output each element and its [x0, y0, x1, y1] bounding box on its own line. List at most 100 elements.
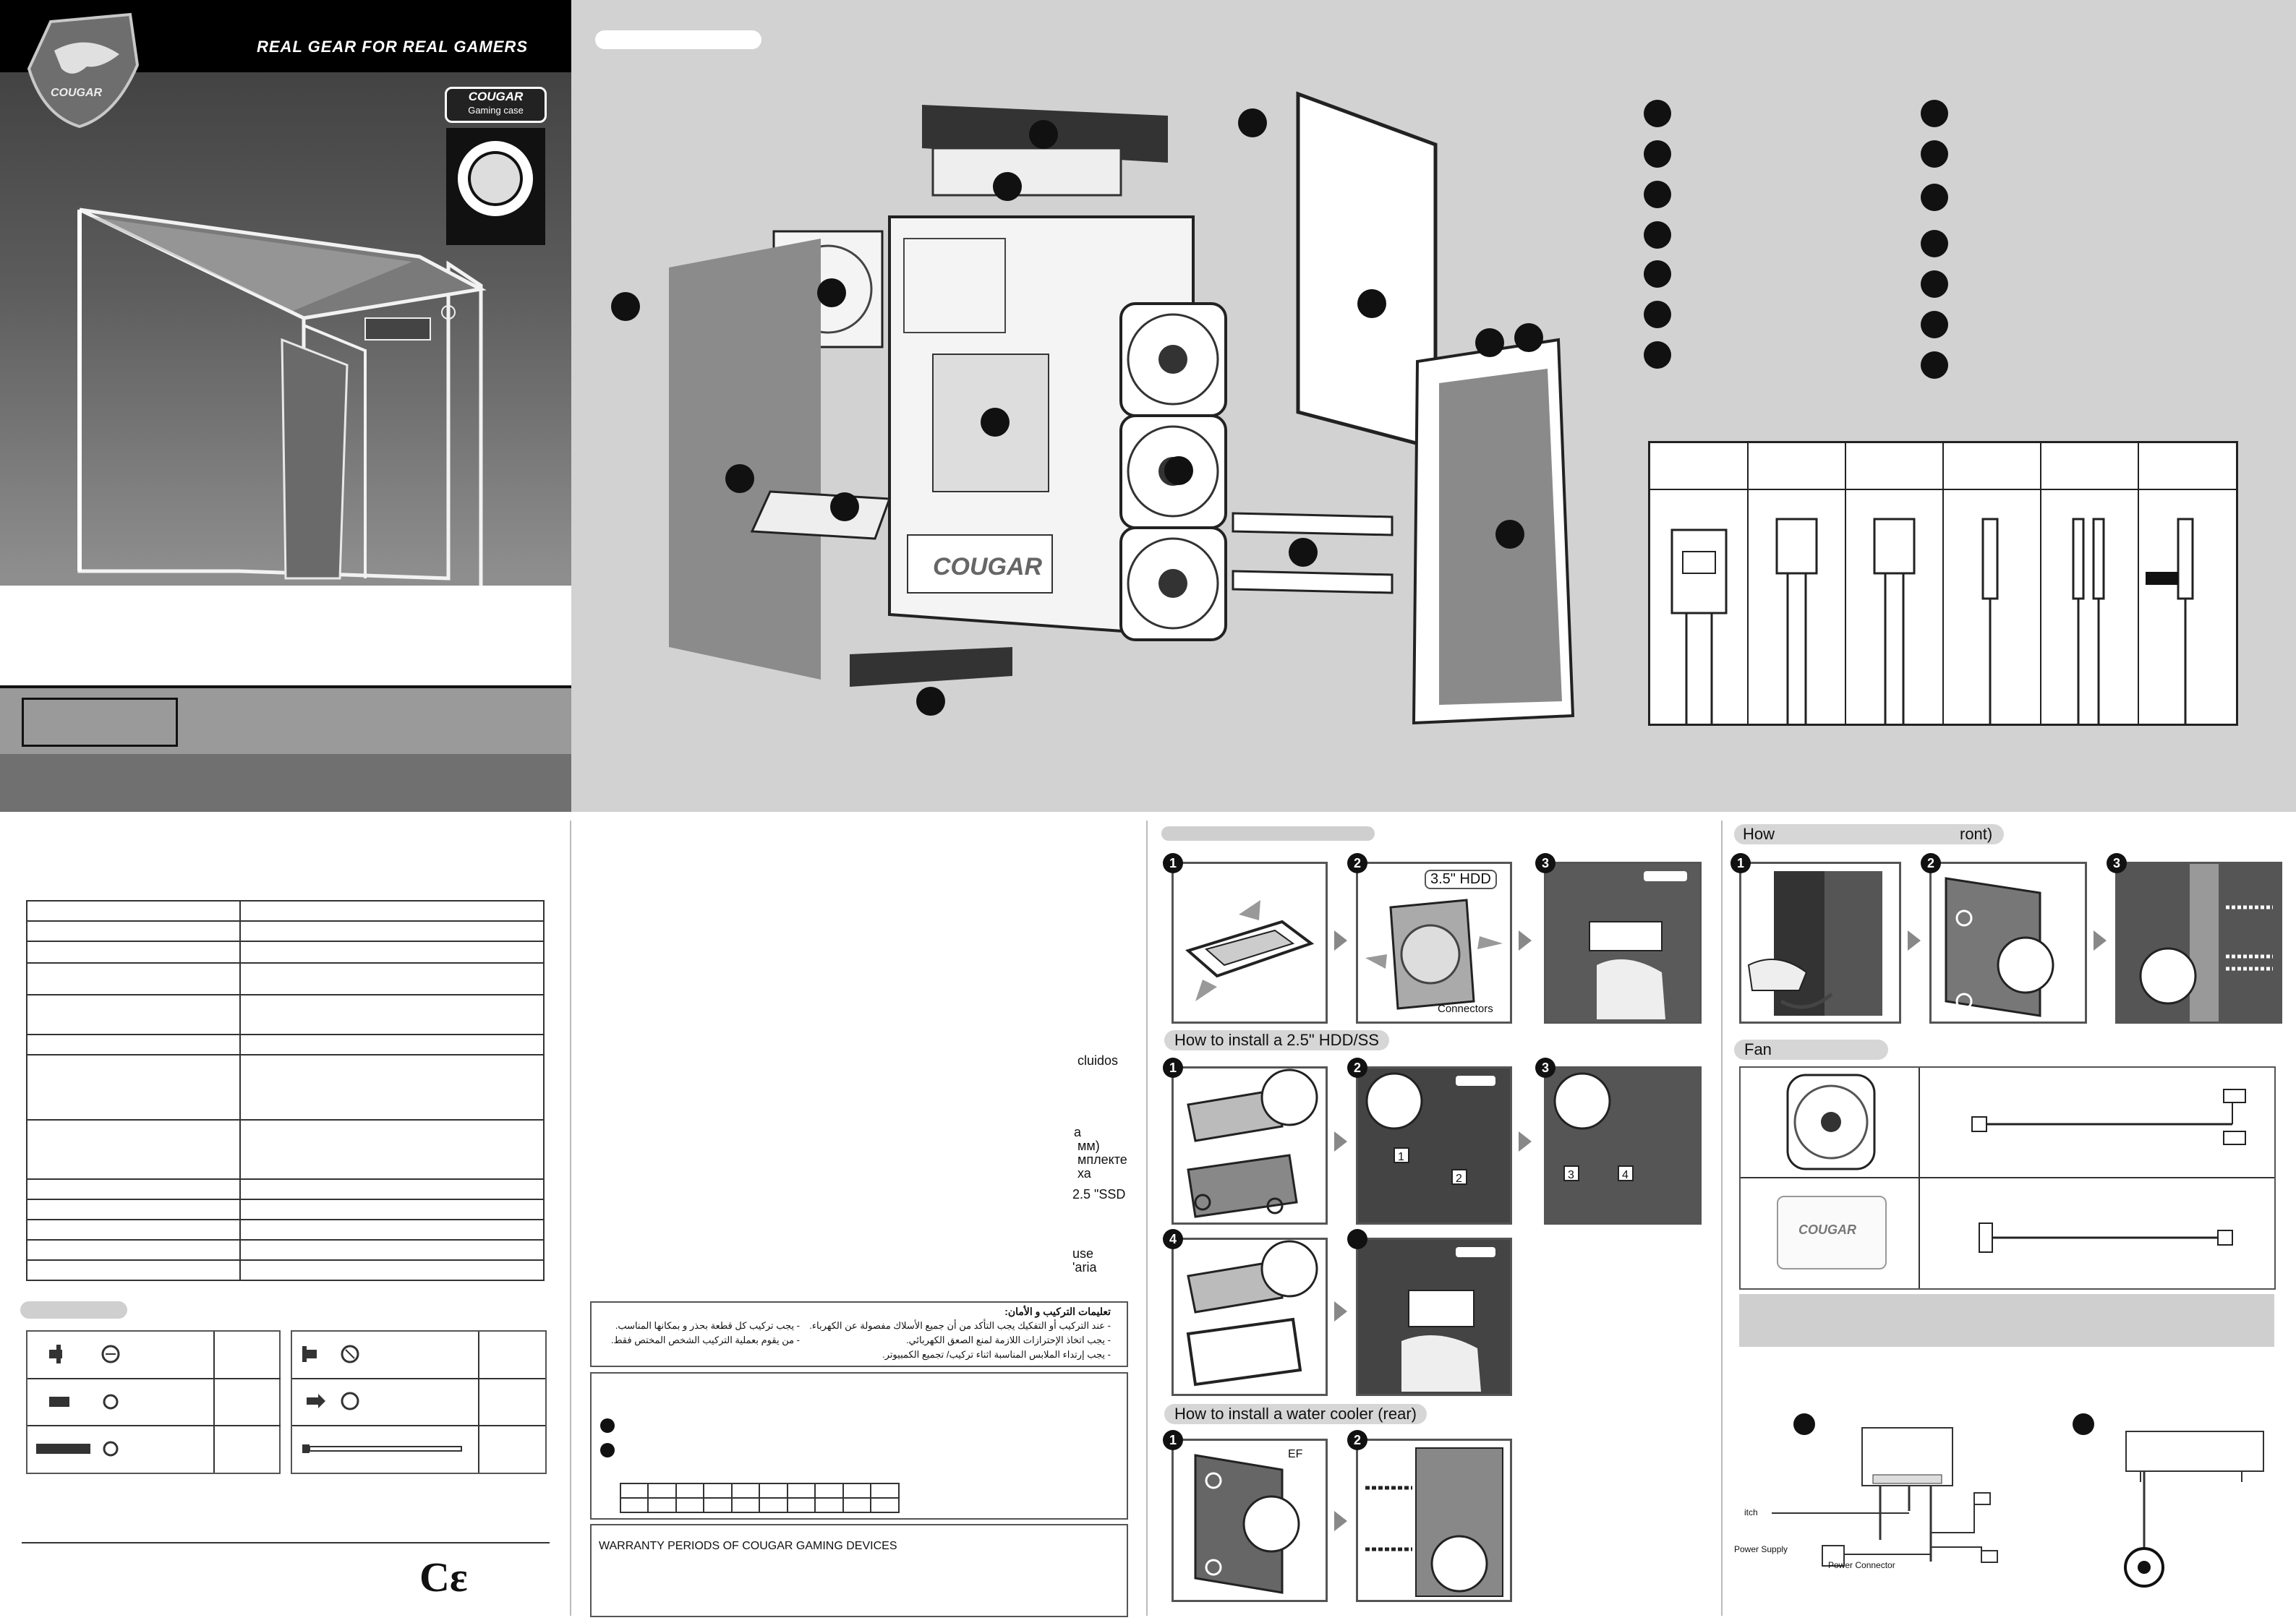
- next-step-arrow: [1334, 1301, 1347, 1322]
- step-number: 1: [1163, 1430, 1183, 1450]
- product-badge: COUGAR Gaming case: [445, 87, 547, 123]
- hub-cable-icon: [1979, 1222, 2233, 1253]
- text-fragment: 2.5 "SSD: [1072, 1187, 1126, 1202]
- right-side-panel: [1296, 91, 1438, 451]
- next-step-arrow: [1908, 930, 1921, 951]
- step-number: 3: [2107, 853, 2127, 873]
- switch-label: itch: [1744, 1507, 1758, 1517]
- cover-white-band: [0, 586, 571, 687]
- warranty-box: [590, 1372, 1128, 1520]
- step-number: 4: [1163, 1229, 1183, 1249]
- exploded-diagram-panel: COUGAR: [571, 0, 2296, 812]
- svg-text:1: 1: [1398, 1151, 1404, 1163]
- legend-marker: [1921, 351, 1948, 379]
- front-title-start: How: [1743, 825, 1775, 843]
- io-panel: [364, 317, 431, 341]
- diagram-title-pill: [595, 30, 761, 49]
- connector-table: [1648, 441, 2238, 726]
- step-number: 2: [1347, 1430, 1367, 1450]
- warranty-grid: [620, 1483, 900, 1513]
- screw-type-c-icon: [302, 1345, 359, 1363]
- hdd35-step-2: 3.5" HDD Connectors: [1356, 862, 1512, 1024]
- legend-marker: [1644, 140, 1671, 168]
- accessories-pill: [20, 1301, 127, 1319]
- next-step-arrow: [1519, 1131, 1532, 1152]
- power-connector-label: Power Connector: [1828, 1560, 1895, 1570]
- cover-dark-divider: [0, 685, 571, 688]
- step-number: 3: [1535, 1058, 1555, 1078]
- ssd-bracket: [750, 490, 892, 540]
- next-step-arrow: [1334, 930, 1347, 951]
- usb2-connector-icon: [1873, 518, 1916, 724]
- step-number: 2: [1347, 1058, 1367, 1078]
- arabic-notice-left-1: - يجب تركيب كل قطعة بحذر و بمكانها المنا…: [615, 1320, 800, 1331]
- badge-brand: COUGAR: [468, 90, 524, 103]
- standoff-icon: [36, 1441, 119, 1457]
- warranty-bullet: [600, 1443, 615, 1457]
- cover-footer-band: [0, 754, 571, 812]
- text-fragment: use: [1072, 1246, 1094, 1261]
- front-step-1: [1739, 862, 1901, 1024]
- accessories-box-right: [291, 1330, 547, 1474]
- hub-card: COUGAR: [1777, 1196, 1887, 1269]
- legend-marker: [1644, 100, 1671, 127]
- text-fragment: ха: [1077, 1166, 1091, 1181]
- svg-text:4: 4: [1622, 1169, 1629, 1181]
- hdd25-section-title: How to install a 2.5" HDD/SS: [1164, 1030, 1389, 1050]
- cover-brand-small: COUGAR: [51, 87, 103, 99]
- svg-text:2: 2: [1456, 1173, 1462, 1185]
- column-divider: [1721, 821, 1723, 1616]
- shroud-brand: COUGAR: [933, 553, 1043, 581]
- glass-side-panel: [669, 239, 821, 680]
- cover-illustration: [27, 12, 487, 586]
- arabic-notice-title: تعليمات التركيب و الأمان:: [1004, 1306, 1111, 1317]
- front-step-3: [2115, 862, 2282, 1024]
- power-button-icon: [441, 305, 456, 320]
- legend-marker: [1921, 230, 1948, 257]
- front-title-end: ront): [1960, 825, 1993, 843]
- legend-marker: [1644, 181, 1671, 208]
- step-number: 2: [1347, 853, 1367, 873]
- model-name-box: [22, 698, 178, 747]
- usb3-connector-icon: [1670, 528, 1728, 724]
- legend-marker: [1644, 301, 1671, 328]
- reset-switch-connector-icon: [2072, 518, 2105, 724]
- step-number: 1: [1730, 853, 1751, 873]
- hdd25-step-1: [1172, 1066, 1328, 1225]
- hdd35-section-pill: [1161, 826, 1375, 841]
- hdd25-step-2: 1 2: [1356, 1066, 1512, 1225]
- arabic-notice-right-1: - عند التركيب أو التفكيك يجب التأكد من أ…: [809, 1320, 1111, 1331]
- step-number: 3: [1535, 853, 1555, 873]
- warranty-periods-box: WARRANTY PERIODS OF COUGAR GAMING DEVICE…: [590, 1524, 1128, 1617]
- legend-marker: [1644, 260, 1671, 288]
- power-switch-connector-icon: [1981, 518, 1999, 724]
- callout-markers: [611, 108, 1543, 716]
- text-fragment: 'aria: [1072, 1260, 1097, 1275]
- water-cooler-step-1: EF: [1172, 1439, 1328, 1602]
- hd-audio-connector-icon: [1775, 518, 1818, 724]
- svg-text:3: 3: [1568, 1169, 1574, 1181]
- hub-diagram-marker: [2073, 1413, 2094, 1435]
- hdd-tray-1: [1232, 512, 1394, 536]
- hdd-label: 3.5" HDD: [1425, 870, 1497, 889]
- legend-marker: [1921, 100, 1948, 127]
- screw-type-b-icon: [49, 1394, 119, 1410]
- legend-marker: [1644, 341, 1671, 369]
- next-step-arrow: [2094, 930, 2107, 951]
- cover-panel: REAL GEAR FOR REAL GAMERS COUGAR COUGAR …: [0, 0, 571, 812]
- arabic-notice-right-3: - يجب إرتداء الملابس المناسبة اثناء تركي…: [882, 1349, 1111, 1360]
- column-divider: [570, 821, 571, 1616]
- ef-label: EF: [1288, 1448, 1303, 1460]
- accessories-box-left: [26, 1330, 281, 1474]
- cover-tagline: REAL GEAR FOR REAL GAMERS: [257, 38, 528, 56]
- cable-tie-icon: [302, 1444, 462, 1453]
- hub-brand: COUGAR: [1798, 1222, 1856, 1237]
- water-cooler-section-title: How to install a water cooler (rear): [1164, 1404, 1427, 1424]
- cougar-shield-icon: [27, 12, 140, 129]
- legend-marker: [1644, 221, 1671, 249]
- screw-type-a-icon: [49, 1345, 120, 1363]
- hdd-tray-2: [1232, 570, 1394, 594]
- front-section-title: How ront): [1734, 824, 2004, 844]
- step-number: 1: [1163, 1058, 1183, 1078]
- warranty-bullet: [600, 1418, 615, 1433]
